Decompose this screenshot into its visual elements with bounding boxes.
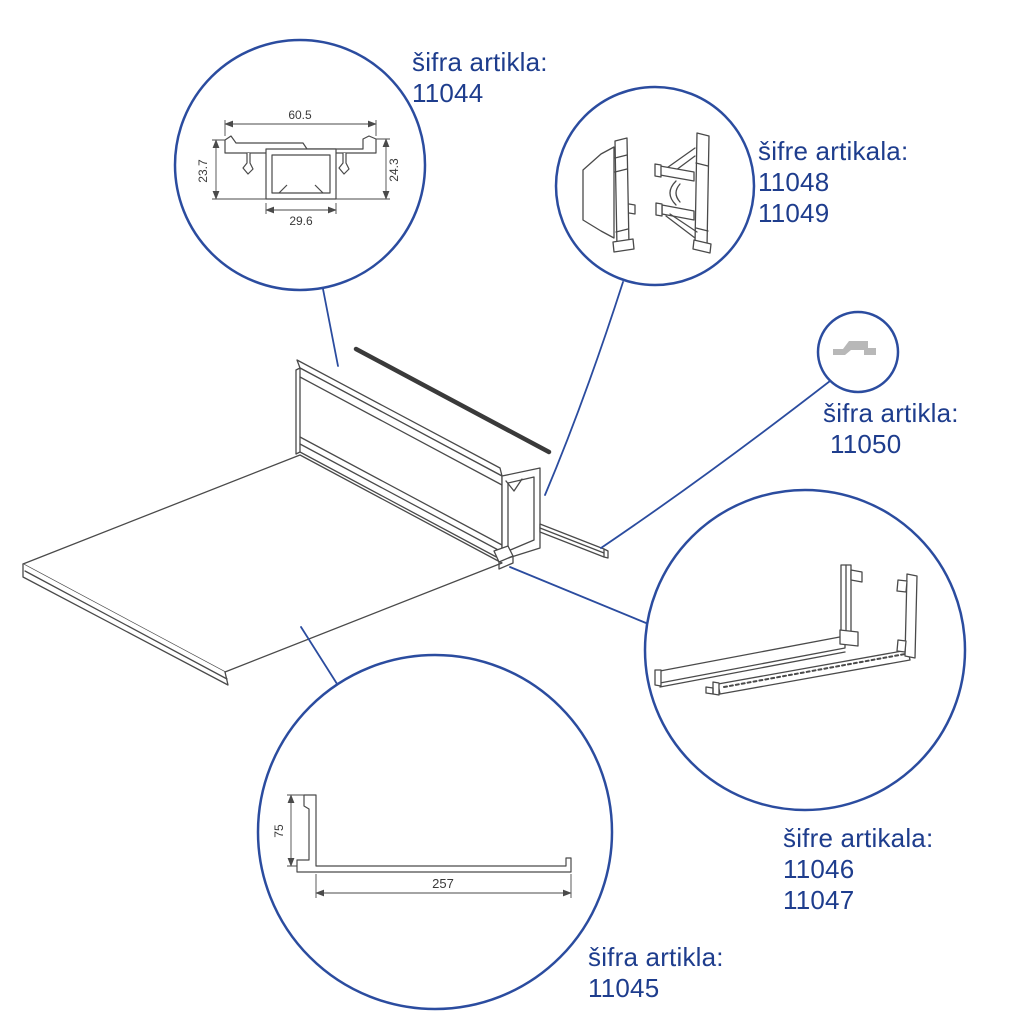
wall-end-cap-notch	[505, 478, 523, 492]
dim-label-left-height: 23.7	[196, 159, 210, 183]
bracket-front-arm-endcap	[712, 681, 720, 696]
rail-end-face	[603, 548, 609, 559]
label-code-11048: 11048	[758, 167, 830, 197]
leader-line-11050	[600, 380, 831, 549]
panel-front-lip-line	[24, 570, 228, 680]
end-caps-drawing	[582, 132, 712, 254]
profile-hook-left	[242, 153, 254, 175]
profile-hook-right	[338, 153, 350, 175]
callout-label-11044: šifra artikla: 11044	[412, 47, 548, 109]
dim-label-height-75: 75	[272, 824, 286, 838]
end-cap-right-prong-top-cap	[654, 163, 662, 178]
brackets-drawing	[654, 564, 918, 696]
l-profile-cross-section-11045	[287, 794, 572, 898]
dim-label-right-height: 24.3	[387, 158, 401, 182]
leader-line-11044	[322, 288, 339, 367]
end-cap-left-body	[582, 146, 615, 239]
callout-label-11050: šifra artikla: 11050	[823, 398, 959, 460]
label-code-11050: 11050	[830, 429, 902, 459]
assembly-isometric-drawing	[22, 346, 609, 686]
wall-base-line-2	[299, 443, 503, 553]
label-title-11046-11047: šifre artikala:	[783, 823, 934, 853]
dim-label-bottom-width: 29.6	[289, 214, 313, 228]
label-code-11044: 11044	[412, 78, 484, 108]
end-cap-left-foot	[612, 238, 635, 253]
callout-circle-11044: 60.5 23.7 24.3 29.6	[173, 38, 427, 292]
callout-label-11048-11049: šifre artikala: 11048 11049	[758, 136, 908, 229]
wall-end-cap-inner	[507, 476, 535, 552]
clip-part-icon	[833, 341, 876, 355]
leader-lines	[300, 281, 831, 688]
callout-label-11045: šifra artikla: 11045	[588, 942, 724, 1004]
callout-circle-11045: 75 257	[256, 653, 614, 1011]
label-code-11047: 11047	[783, 885, 855, 915]
bracket-front-tab	[896, 639, 907, 653]
dim-label-top-width: 60.5	[288, 108, 312, 122]
end-cap-right-prong-bottom-cap	[655, 202, 663, 217]
callout-circle-11050	[816, 310, 900, 394]
end-cap-right-brace-bottom	[665, 213, 698, 239]
wall-base-line-1	[299, 436, 503, 546]
profile-inner-hook-right	[314, 184, 324, 194]
label-title-11045: šifra artikla:	[588, 942, 724, 972]
profile-cross-section-11044	[212, 120, 390, 214]
profile-box-outer	[265, 148, 337, 200]
leader-line-11048-11049	[544, 281, 624, 496]
label-title-11050: šifra artikla:	[823, 398, 959, 428]
bracket-front-arm-nub	[705, 686, 714, 695]
callout-ring-11045	[256, 653, 614, 1011]
bracket-back-foot	[839, 629, 859, 647]
callout-circle-11048-11049	[554, 85, 756, 287]
end-cap-left-nub	[628, 203, 636, 215]
callout-ring-11050	[816, 310, 900, 394]
end-cap-right-jaw	[669, 180, 681, 206]
bracket-back-arm-side	[659, 651, 846, 688]
profile-box-inner	[271, 154, 331, 194]
label-code-11049: 11049	[758, 198, 830, 228]
end-cap-right-foot	[692, 239, 712, 254]
leader-line-11045	[300, 626, 340, 688]
brush-strip	[353, 346, 552, 455]
bracket-front-arm-serration	[723, 653, 906, 688]
wall-top-line	[299, 376, 503, 486]
bracket-front-post	[904, 573, 918, 659]
corner-bracket-side	[498, 555, 514, 570]
bracket-back-arm-endcap	[654, 669, 662, 687]
rail-bar-line	[539, 527, 605, 554]
label-code-11046: 11046	[783, 854, 855, 884]
label-code-11045: 11045	[588, 973, 660, 1003]
wall-left-edge	[295, 367, 301, 455]
dim-label-width-257: 257	[432, 876, 454, 891]
leader-line-11046-11047	[509, 566, 647, 624]
l-profile-outline	[296, 794, 572, 873]
wall-end-cap	[501, 467, 541, 561]
bracket-back-hook	[850, 569, 863, 583]
callout-circle-11046-11047	[643, 488, 967, 812]
bracket-front-hook	[896, 579, 908, 593]
end-cap-right-bar-lines	[695, 162, 709, 232]
label-title-11044: šifra artikla:	[412, 47, 548, 77]
callout-label-11046-11047: šifre artikala: 11046 11047	[783, 823, 933, 916]
end-cap-left-bar-lines	[614, 154, 629, 233]
label-title-11048-11049: šifre artikala:	[758, 136, 909, 166]
profile-inner-hook-left	[278, 184, 288, 194]
